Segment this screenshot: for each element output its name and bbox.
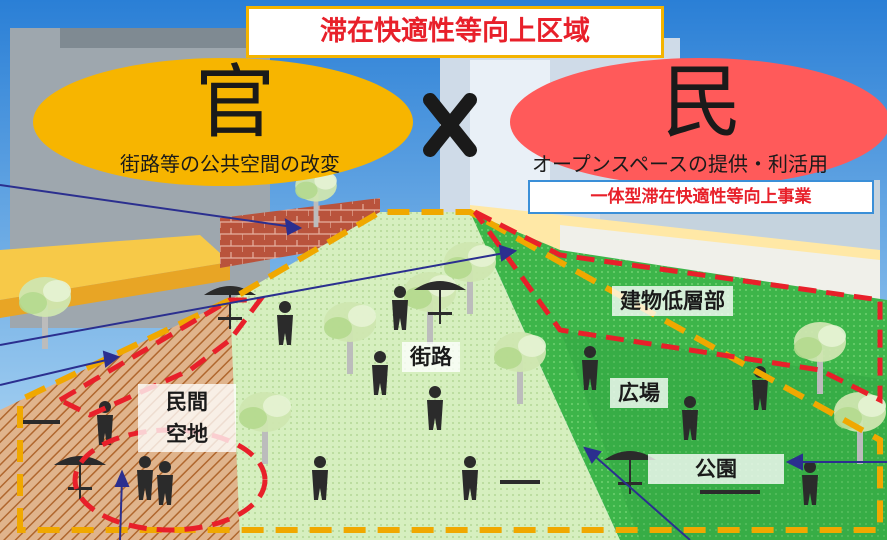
- public-caption: 街路等の公共空間の改変: [120, 152, 340, 176]
- private-symbol: 民: [662, 56, 742, 149]
- park-label: 公園: [648, 454, 784, 484]
- building-lower-floor-label: 建物低層部: [612, 286, 733, 316]
- private-vacant-line1: 民間: [166, 390, 208, 414]
- street-label: 街路: [402, 342, 460, 372]
- plaza-label: 広場: [610, 378, 668, 408]
- integrated-project-label: 一体型滞在快適性等向上事業: [528, 180, 874, 214]
- public-ellipse: [33, 58, 413, 186]
- public-symbol: 官: [195, 56, 275, 149]
- private-caption: オープンスペースの提供・利活用: [532, 152, 828, 176]
- private-vacant-line2: 空地: [166, 422, 208, 446]
- private-ellipse: [510, 58, 887, 186]
- cross-mark: [423, 93, 477, 157]
- private-vacant-lot-label: 民間 空地: [138, 384, 236, 452]
- district-title: 滞在快適性等向上区域: [246, 6, 664, 58]
